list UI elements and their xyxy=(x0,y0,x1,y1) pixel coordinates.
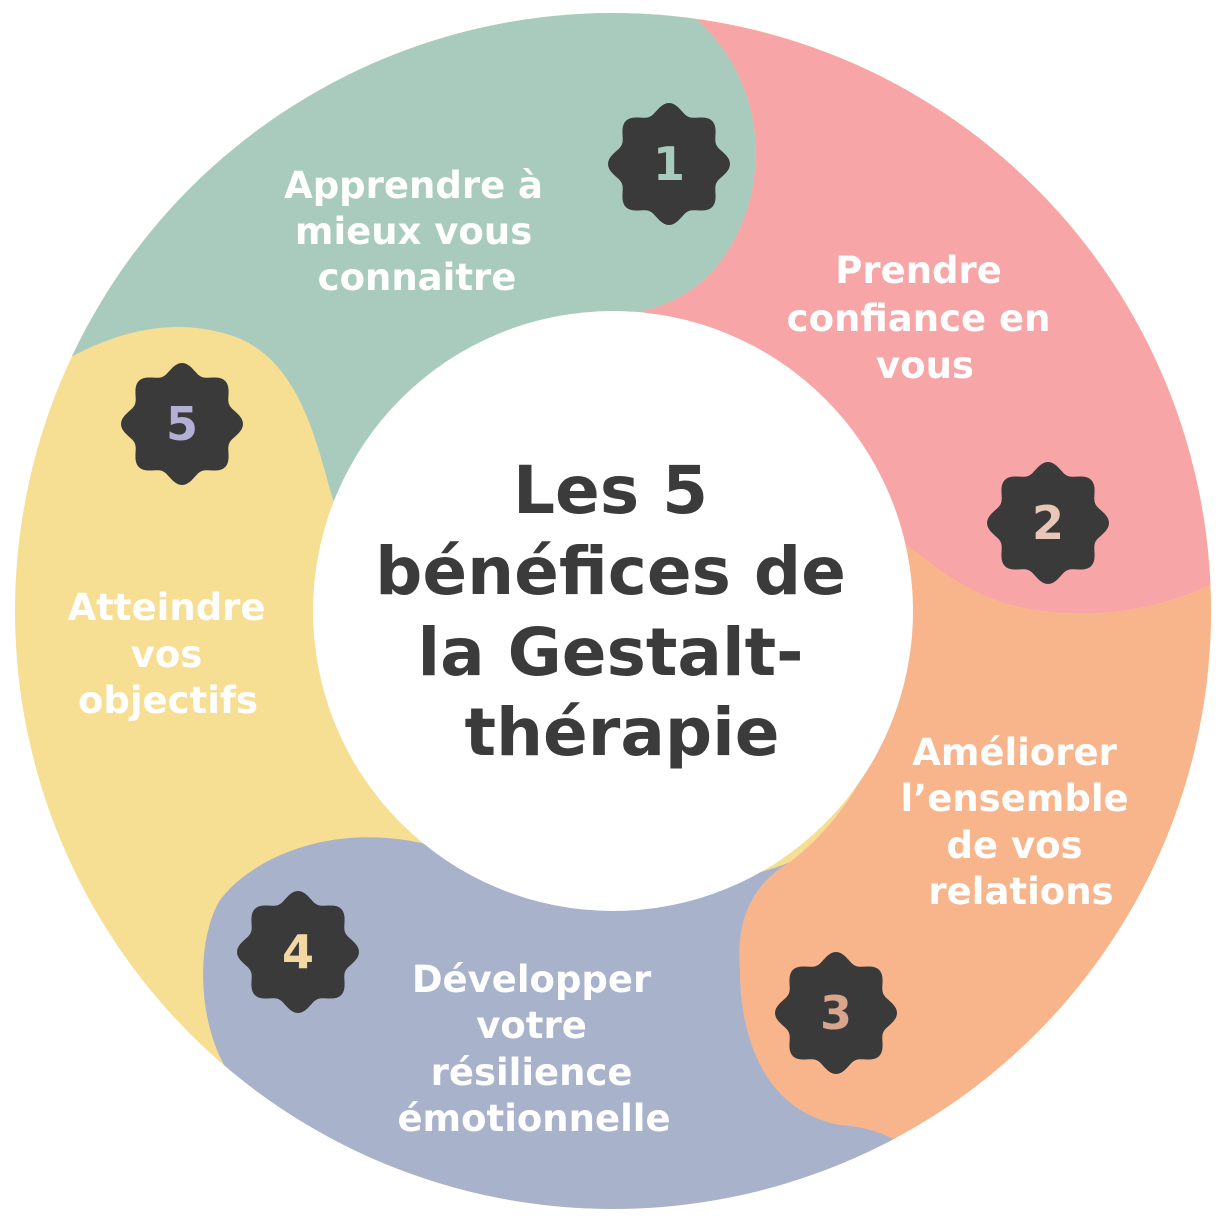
segment-2-label: Prendre confiance en vous xyxy=(787,249,1064,387)
badge-3-shape xyxy=(775,952,897,1074)
segment-1-badge: 1 xyxy=(608,103,730,225)
segment-4-label: Développer votre résilience émotionnelle xyxy=(397,958,670,1140)
segment-2: Prendre confiance en vous 2 xyxy=(787,249,1109,584)
segment-3-label-line: de vos xyxy=(947,824,1083,867)
badge-2-number: 2 xyxy=(1032,496,1064,550)
segment-1-label-line: connaitre xyxy=(318,256,517,299)
segment-2-badge: 2 xyxy=(987,462,1109,584)
segment-3: Améliorer l’ensemble de vos relations 3 xyxy=(775,731,1142,1074)
segment-4-label-line: votre xyxy=(476,1004,587,1047)
segment-3-label-line: l’ensemble xyxy=(901,777,1129,820)
segment-5-label-line: Atteindre xyxy=(68,586,266,629)
segment-5: Atteindre vos objectifs 5 xyxy=(68,363,279,722)
segment-4-label-line: résilience xyxy=(431,1051,633,1094)
badge-4-number: 4 xyxy=(282,925,314,979)
segment-4-badge: 4 xyxy=(237,891,359,1013)
segment-1-label-line: Apprendre à xyxy=(284,164,543,207)
segment-4-background xyxy=(150,837,980,1209)
segment-3-label: Améliorer l’ensemble de vos relations xyxy=(901,731,1142,913)
center-title: Les 5 bénéfices de la Gestalt- thérapie xyxy=(375,452,869,771)
segment-5-label-line: objectifs xyxy=(78,679,258,722)
segment-4-label-line: émotionnelle xyxy=(397,1097,670,1140)
badge-4-shape xyxy=(237,891,359,1013)
badge-1-shape xyxy=(608,103,730,225)
segment-4: Développer votre résilience émotionnelle… xyxy=(237,891,671,1140)
segment-1-label-line: mieux vous xyxy=(295,210,532,253)
segment-2-label-line: confiance en xyxy=(787,297,1051,340)
center-circle xyxy=(313,311,913,911)
segment-2-label-line: Prendre xyxy=(835,249,1002,292)
center-title-line: Les 5 xyxy=(513,452,708,529)
center-title-line: la Gestalt- xyxy=(418,614,804,691)
segment-3-label-line: Améliorer xyxy=(912,731,1117,774)
badge-5-shape xyxy=(121,363,243,485)
segment-2-label-line: vous xyxy=(876,344,974,387)
segment-4-label-line: Développer xyxy=(412,958,652,1001)
badge-5-number: 5 xyxy=(166,397,198,451)
segment-1-label: Apprendre à mieux vous connaitre xyxy=(284,164,556,299)
badge-1-number: 1 xyxy=(653,137,685,191)
badge-2-shape xyxy=(987,462,1109,584)
center-title-line: bénéfices de xyxy=(375,533,846,610)
center-title-line: thérapie xyxy=(464,694,779,771)
segment-5-badge: 5 xyxy=(121,363,243,485)
badge-3-number: 3 xyxy=(820,986,852,1040)
segment-5-label-line: vos xyxy=(131,633,203,676)
segment-3-badge: 3 xyxy=(775,952,897,1074)
segment-5-label: Atteindre vos objectifs xyxy=(68,586,279,722)
segment-1: Apprendre à mieux vous connaitre 1 xyxy=(284,103,730,299)
segment-3-label-line: relations xyxy=(928,870,1113,913)
